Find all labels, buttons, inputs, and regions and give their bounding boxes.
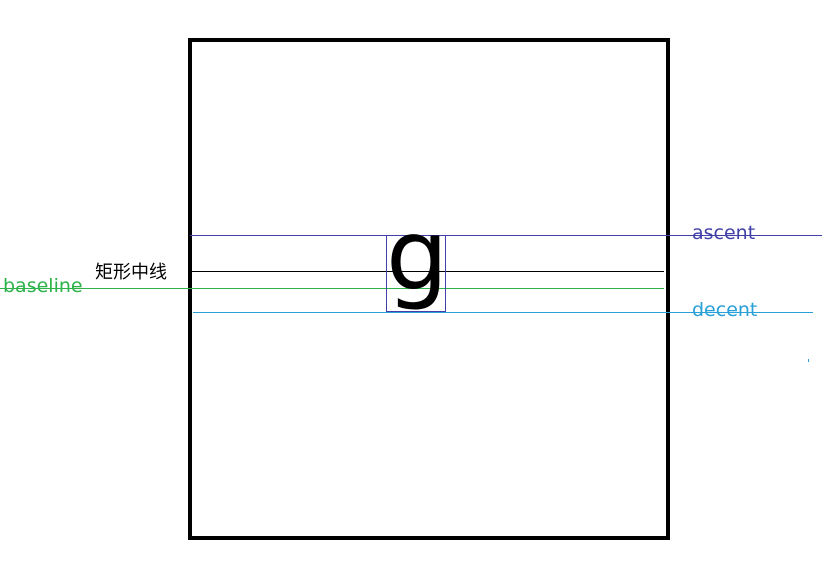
ascent-label: ascent — [692, 222, 756, 244]
baseline-label: baseline — [3, 275, 83, 297]
glyph-g: g — [386, 199, 449, 313]
canvas-frame — [188, 38, 670, 540]
rect-center-line — [190, 271, 664, 272]
stray-mark — [808, 359, 809, 362]
ascent-line — [190, 235, 822, 236]
baseline-line — [0, 288, 664, 289]
descent-label: decent — [692, 299, 758, 321]
glyph-bounding-box — [386, 235, 446, 312]
descent-line — [193, 312, 813, 313]
rect-center-line-label: 矩形中线 — [95, 262, 167, 283]
